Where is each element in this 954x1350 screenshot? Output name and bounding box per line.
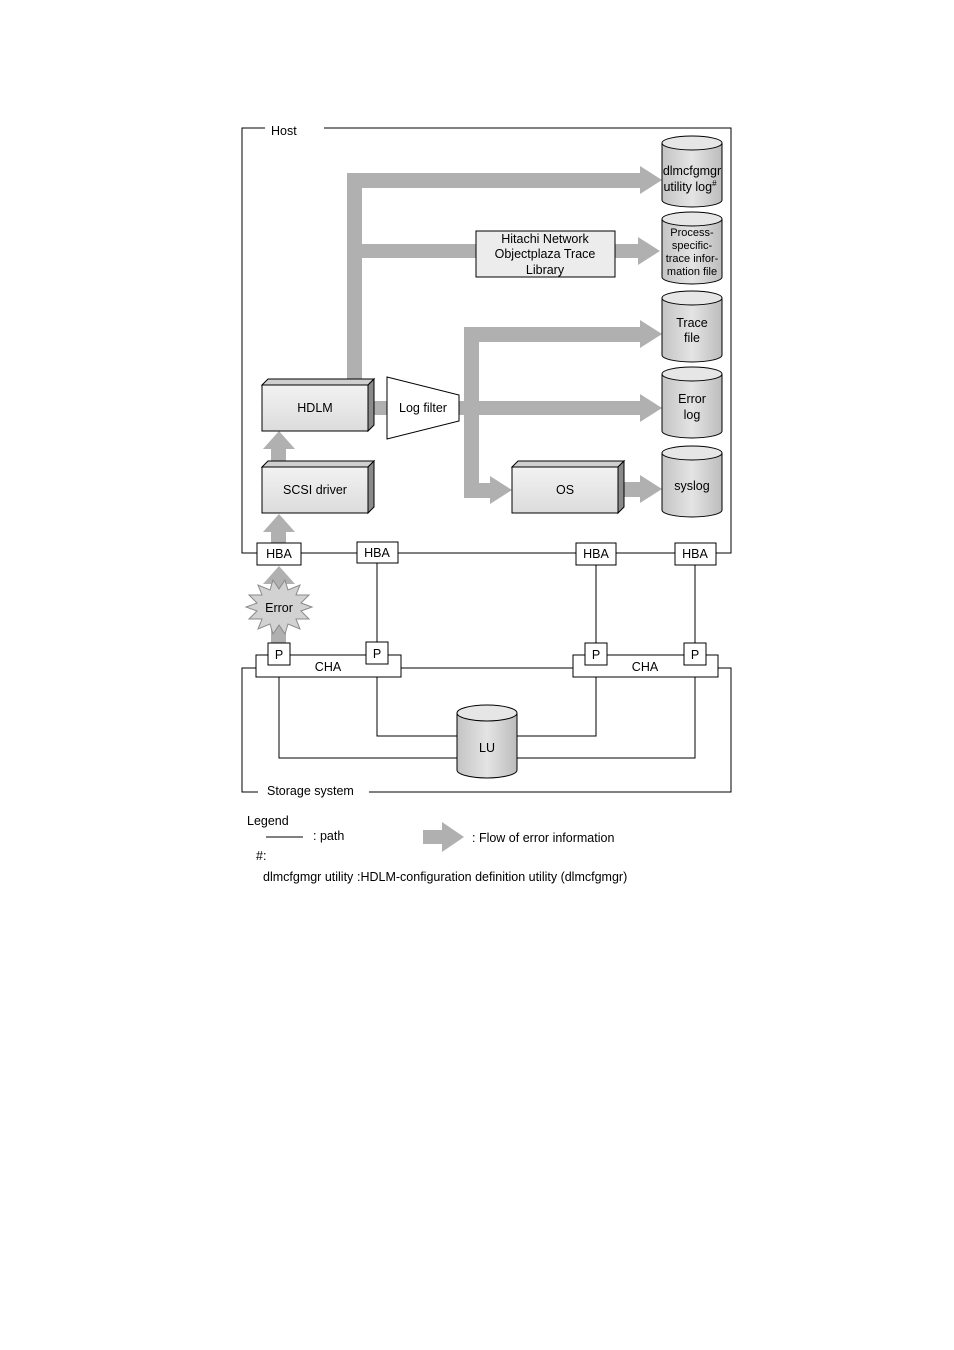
storage-boundary: Storage system (241, 667, 732, 798)
lu-cylinder: LU (456, 704, 518, 779)
legend-flow-arrow (423, 822, 464, 852)
trace-file-line-1: Trace (676, 316, 708, 330)
process-trace-cylinder: Process- specific- trace infor- mation f… (661, 211, 723, 285)
os-box: OS (510, 459, 626, 515)
legend-title: Legend (247, 814, 289, 828)
legend-path-label: : path (313, 829, 344, 843)
log-filter-label: Log filter (399, 401, 447, 415)
hba-2-label: HBA (364, 546, 390, 560)
port-1: P (267, 642, 291, 666)
syslog-label: syslog (674, 479, 709, 493)
hdlm-label: HDLM (297, 401, 332, 415)
cha-1: CHA (255, 654, 402, 678)
trace-library-line-1: Hitachi Network (501, 232, 589, 246)
utility-log-cylinder: dlmcfgmgr utility log# (661, 135, 723, 208)
port-2: P (365, 641, 389, 665)
host-label: Host (271, 124, 297, 138)
utility-log-line-2: utility log# (663, 179, 717, 194)
legend: Legend : path : Flow of error informatio… (247, 814, 627, 884)
hba-1: HBA (256, 542, 302, 566)
process-trace-line-2: specific- (672, 240, 713, 252)
syslog-cylinder: syslog (661, 445, 723, 518)
error-log-line-1: Error (678, 392, 706, 406)
trace-file-line-2: file (684, 331, 700, 345)
lu-label: LU (479, 741, 495, 755)
trace-file-cylinder: Trace file (661, 290, 723, 363)
port-3-label: P (592, 648, 600, 662)
utility-log-footnote-mark: # (712, 179, 717, 188)
hba-4-label: HBA (682, 547, 708, 561)
scsi-driver-box: SCSI driver (260, 459, 376, 515)
hba-4: HBA (674, 542, 717, 566)
log-filter: Log filter (386, 376, 460, 440)
port-3: P (584, 642, 608, 666)
paths (278, 552, 696, 759)
footnote-mark: #: (256, 849, 266, 863)
error-log-cylinder: Error log (661, 366, 723, 439)
hba-1-label: HBA (266, 547, 292, 561)
hdlm-box: HDLM (260, 377, 376, 433)
os-label: OS (556, 483, 574, 497)
footnote-text: :HDLM-configuration definition utility (… (357, 870, 627, 884)
scsi-driver-label: SCSI driver (283, 483, 347, 497)
cha-2-label: CHA (632, 660, 659, 674)
utility-log-line-1: dlmcfgmgr (663, 164, 721, 178)
legend-flow-label: : Flow of error information (472, 831, 614, 845)
error-burst: Error (244, 578, 314, 636)
port-2-label: P (373, 647, 381, 661)
error-label: Error (265, 601, 293, 615)
hba-3: HBA (575, 542, 617, 566)
trace-library-line-2: Objectplaza Trace (495, 247, 596, 261)
process-trace-line-4: mation file (667, 266, 717, 278)
cha-2: CHA (572, 654, 719, 678)
trace-library-line-3: Library (526, 263, 565, 277)
hba-2: HBA (356, 541, 399, 564)
trace-library-box: Hitachi Network Objectplaza Trace Librar… (475, 230, 616, 278)
port-4-label: P (691, 648, 699, 662)
host-boundary: Host (241, 124, 732, 554)
port-1-label: P (275, 648, 283, 662)
storage-label: Storage system (267, 784, 354, 798)
process-trace-line-3: trace infor- (666, 253, 719, 265)
footnote-term: dlmcfgmgr utility (263, 870, 354, 884)
process-trace-line-1: Process- (670, 227, 714, 239)
port-4: P (683, 642, 707, 666)
error-log-line-2: log (684, 408, 701, 422)
hba-3-label: HBA (583, 547, 609, 561)
cha-1-label: CHA (315, 660, 342, 674)
